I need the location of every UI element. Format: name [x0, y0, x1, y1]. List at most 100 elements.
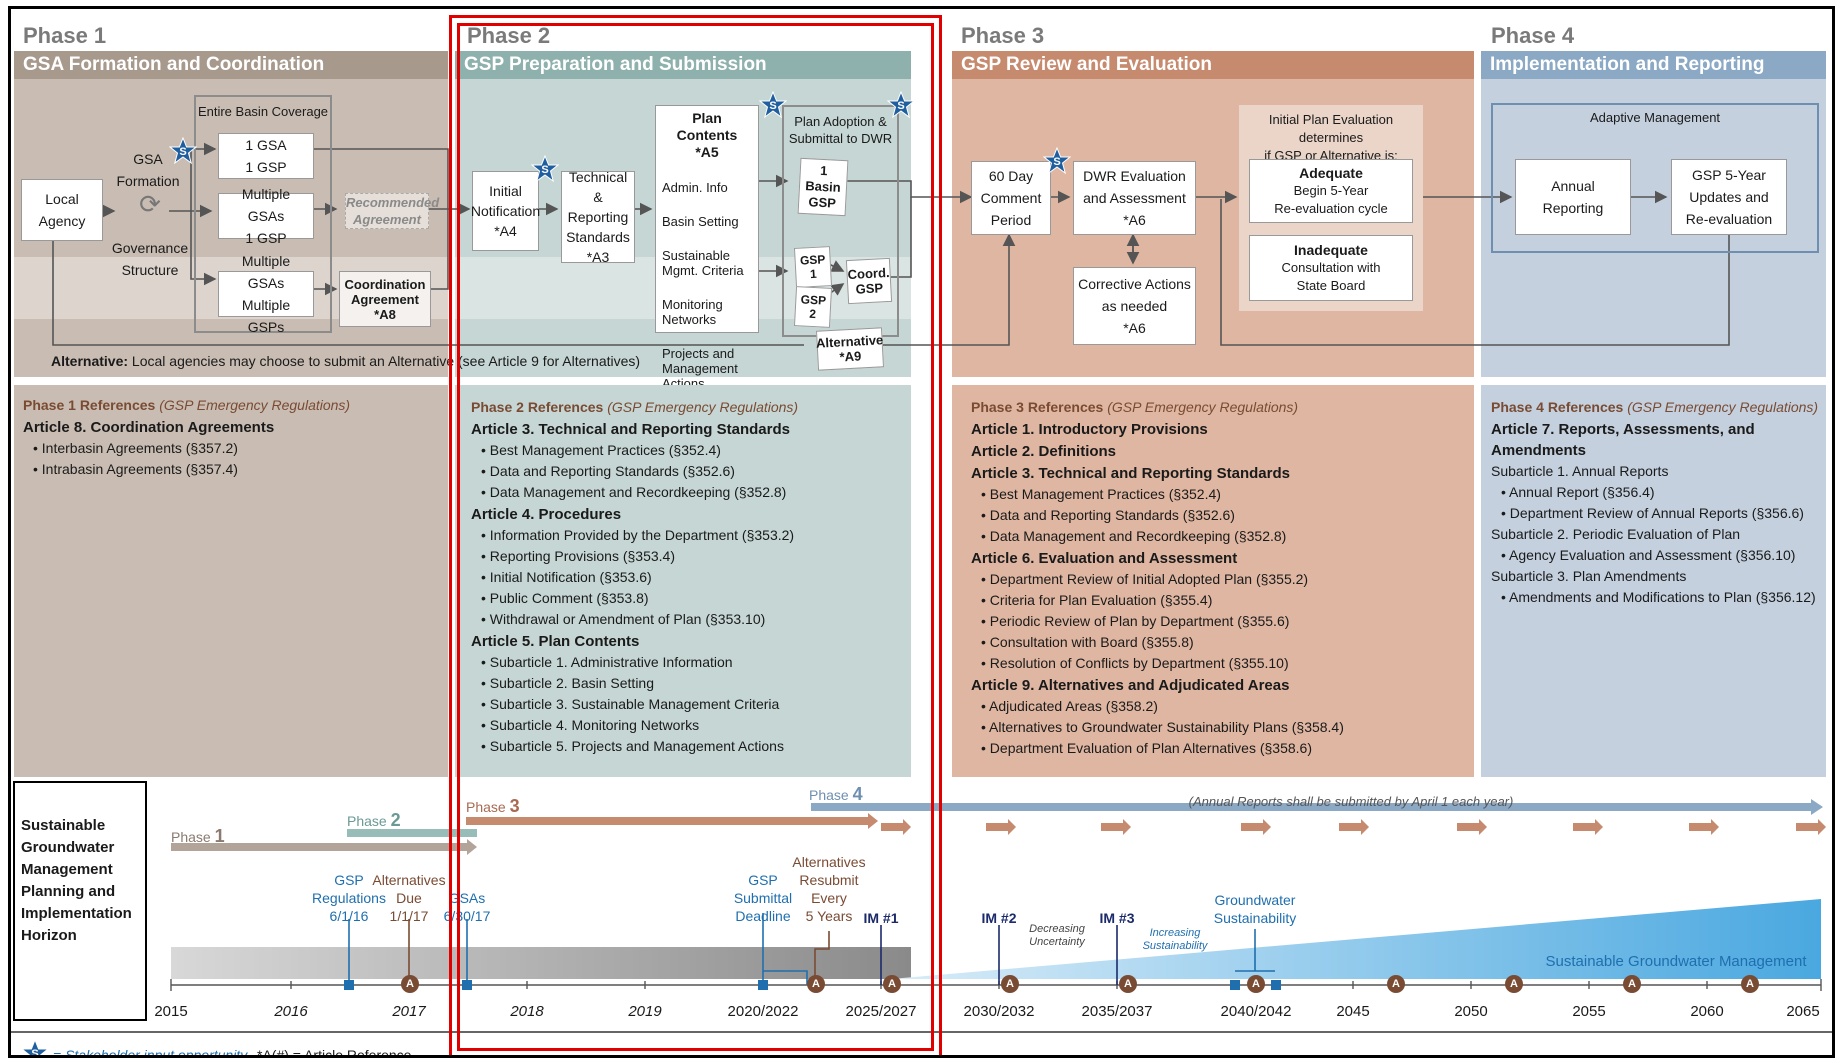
- tick-label: 2055: [1572, 1003, 1606, 1020]
- phase1-title: GSA Formation and Coordination: [14, 51, 448, 79]
- gsa-formation-label: GSA Formation: [116, 151, 180, 189]
- plan-item: Monitoring Networks: [662, 297, 723, 327]
- article-marker-icon: A: [1623, 975, 1641, 993]
- ref-item: Department Evaluation of Plan Alternativ…: [981, 738, 1471, 759]
- entire-basin-label: Entire Basin Coverage: [197, 104, 329, 119]
- plan-item: Basin Setting: [662, 214, 739, 229]
- phase1-number: Phase 1: [23, 23, 107, 48]
- tick-label: 2016: [274, 1003, 308, 1020]
- refs-header: Phase 1 References (GSP Emergency Regula…: [23, 395, 443, 416]
- timeline-phase2-label: Phase 2: [347, 811, 401, 830]
- refs-header-title: Phase 3 References: [971, 399, 1104, 415]
- ref-item: Resolution of Conflicts by Department (§…: [981, 653, 1471, 674]
- phase2-highlight-inner: [457, 23, 934, 1051]
- ref-item: Amendments and Modifications to Plan (§3…: [1501, 587, 1823, 608]
- article-marker-icon: A: [1387, 975, 1405, 993]
- initial-eval-label: Initial Plan Evaluation determines if GS…: [1264, 112, 1398, 163]
- article-marker-icon: A: [1001, 975, 1019, 993]
- refs-header-title: Phase 1 References: [23, 397, 156, 413]
- article-marker-icon: A: [807, 975, 825, 993]
- legend-divider: [11, 1031, 1832, 1033]
- adequate-text: Begin 5-Year Re-evaluation cycle: [1274, 183, 1388, 216]
- coordination-agreement: Coordination Agreement *A8: [339, 271, 431, 327]
- ref-item: Interbasin Agreements (§357.2): [33, 438, 443, 459]
- ref-article: Article 3. Technical and Reporting Stand…: [471, 421, 790, 438]
- recommended-agreement: Recommended Agreement: [345, 193, 440, 229]
- event-im2: IM #2: [981, 910, 1017, 926]
- tick-label: 2015: [154, 1003, 188, 1020]
- svg-text:S: S: [541, 164, 548, 176]
- article-marker-icon: A: [1119, 975, 1137, 993]
- ref-item: Subarticle 3. Sustainable Management Cri…: [481, 694, 907, 715]
- stakeholder-star-icon: S: [531, 155, 559, 183]
- alternative-note: Alternative: Local agencies may choose t…: [51, 352, 691, 370]
- diagram-frame: Phase 1 Phase 2 Phase 3 Phase 4 GSA Form…: [8, 6, 1835, 1058]
- refs-header-title: Phase 2 References: [471, 399, 604, 415]
- adequate-box: Adequate Begin 5-Year Re-evaluation cycl…: [1249, 159, 1413, 223]
- timeline-title: Sustainable Groundwater Management Plann…: [21, 817, 132, 944]
- stakeholder-star-icon: S: [1043, 147, 1071, 175]
- ref-item: Periodic Review of Plan by Department (§…: [981, 611, 1471, 632]
- tick-label: 2035/2037: [1081, 1003, 1153, 1020]
- ref-item: Criteria for Plan Evaluation (§355.4): [981, 590, 1471, 611]
- article-marker-icon: A: [1741, 975, 1759, 993]
- event-groundwater-sustainability: Groundwater Sustainability: [1213, 892, 1297, 926]
- event-gsp-regulations: GSP Regulations 6/1/16: [312, 872, 386, 924]
- entire-basin-outline: [194, 95, 332, 333]
- refs-header-sub: (GSP Emergency Regulations): [607, 399, 799, 415]
- article-marker-icon: A: [1247, 975, 1265, 993]
- tick-label: 2060: [1690, 1003, 1724, 1020]
- tick-label: 2017: [392, 1003, 426, 1020]
- event-gsp-deadline: GSP Submittal Deadline: [733, 872, 793, 924]
- tick-label: 2030/2032: [963, 1003, 1035, 1020]
- ref-article: Article 3. Technical and Reporting Stand…: [971, 465, 1290, 482]
- ref-item: Data and Reporting Standards (§352.6): [981, 505, 1471, 526]
- option-multi-gsa-multi-gsp: Multiple GSAs Multiple GSPs: [218, 253, 314, 335]
- adaptive-management-label: Adaptive Management: [1589, 110, 1721, 125]
- ref-item: Consultation with Board (§355.8): [981, 632, 1471, 653]
- ref-item: Data Management and Recordkeeping (§352.…: [481, 482, 907, 503]
- alternative-note-label: Alternative:: [51, 353, 129, 369]
- refs-header: Phase 4 References (GSP Emergency Regula…: [1491, 397, 1823, 418]
- legend-article: *A(#) = Article Reference: [257, 1047, 412, 1058]
- sustainable-gw-mgmt-label: Sustainable Groundwater Management: [1545, 953, 1807, 970]
- phase-word: Phase: [171, 829, 211, 845]
- ref-item: Public Comment (§353.8): [481, 588, 907, 609]
- phase4-refs-panel: [1481, 385, 1826, 777]
- adequate-title: Adequate: [1299, 165, 1363, 181]
- five-year-update-box: GSP 5-Year Updates and Re-evaluation: [1671, 159, 1787, 235]
- ref-item: Subarticle 4. Monitoring Networks: [481, 715, 907, 736]
- annual-reporting-box: Annual Reporting: [1515, 159, 1631, 235]
- decreasing-uncertainty-label: Decreasing Uncertainty: [1029, 923, 1085, 948]
- refs-header-sub: (GSP Emergency Regulations): [1107, 399, 1299, 415]
- plan-item: Admin. Info: [662, 180, 728, 195]
- ref-item: Alternatives to Groundwater Sustainabili…: [981, 717, 1471, 738]
- inadequate-title: Inadequate: [1294, 242, 1368, 258]
- ref-subarticle: Subarticle 1. Annual Reports: [1491, 463, 1669, 479]
- ref-article: Article 2. Definitions: [971, 443, 1117, 460]
- phase-number: 4: [852, 784, 863, 804]
- ref-item: Data and Reporting Standards (§352.6): [481, 461, 907, 482]
- article-marker-icon: A: [1505, 975, 1523, 993]
- ref-item: Information Provided by the Department (…: [481, 525, 907, 546]
- tick-label: 2020/2022: [727, 1003, 799, 1020]
- timeline-phase3-label: Phase 3: [466, 797, 520, 816]
- comment-period-box: 60 Day Comment Period: [971, 161, 1051, 235]
- plan-item: Sustainable Mgmt. Criteria: [662, 248, 744, 278]
- phase-word: Phase: [466, 799, 506, 815]
- ref-article: Article 9. Alternatives and Adjudicated …: [971, 677, 1290, 694]
- ref-article: Article 6. Evaluation and Assessment: [971, 550, 1238, 567]
- svg-text:S: S: [769, 100, 776, 112]
- refs-header-sub: (GSP Emergency Regulations): [1627, 399, 1819, 415]
- ref-item: Department Review of Annual Reports (§35…: [1501, 503, 1823, 524]
- phase4-number: Phase 4: [1491, 23, 1575, 48]
- ref-item: Best Management Practices (§352.4): [981, 484, 1471, 505]
- ref-article: Article 5. Plan Contents: [471, 633, 640, 650]
- dwr-evaluation-box: DWR Evaluation and Assessment *A6: [1073, 161, 1196, 235]
- event-im3: IM #3: [1099, 910, 1135, 926]
- phase1-refs: Phase 1 References (GSP Emergency Regula…: [23, 395, 443, 480]
- tick-label: 2018: [510, 1003, 544, 1020]
- ref-article: Article 4. Procedures: [471, 506, 622, 523]
- legend-stakeholder: = Stakeholder input opportunity: [53, 1047, 248, 1058]
- tick-label: 2019: [628, 1003, 662, 1020]
